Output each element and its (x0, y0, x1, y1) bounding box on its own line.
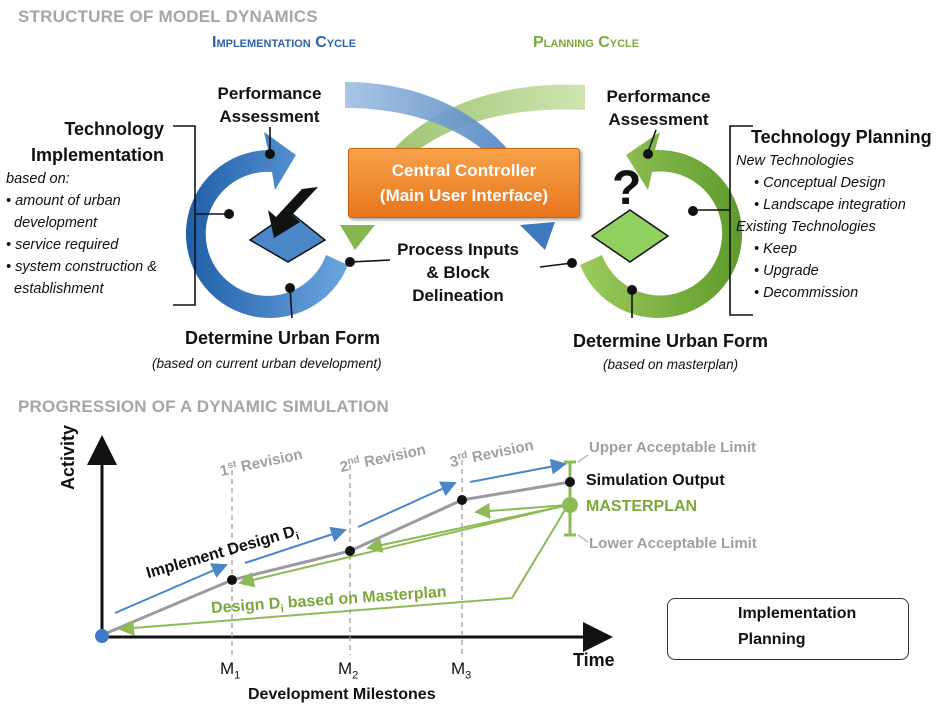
process-inputs-label: Process Inputs & Block Delineation (378, 238, 538, 307)
m3-letter: M (451, 659, 466, 678)
tech-plan-title: Technology Planning (751, 127, 932, 147)
origin-point (95, 629, 109, 643)
legend-box: Implementation Planning (667, 598, 909, 660)
y-axis-label: Activity (58, 424, 78, 490)
chart-axes (87, 435, 613, 652)
process-line3: Delineation (412, 286, 504, 305)
blue-cycle-arrow (185, 132, 348, 318)
left-performance-assessment: Performance Assessment (197, 82, 342, 128)
process-line1: Process Inputs (397, 240, 519, 259)
m1-sub: 1 (234, 669, 241, 682)
top-connectors (173, 125, 753, 319)
tech-impl-bullet-1: • amount of urban (6, 193, 121, 209)
masterplan-label: MASTERPLAN (586, 498, 698, 515)
acceptable-limits-bar (562, 454, 589, 543)
planning-cycle-title: Planning Cycle (533, 34, 640, 51)
left-urban-form-subtitle: (based on current urban development) (152, 356, 382, 371)
x-axis-caption: Development Milestones (248, 686, 436, 703)
x-axis-label: Time (573, 650, 615, 670)
tech-plan-keep: • Keep (754, 241, 797, 257)
implementation-cycle-title: Implementation Cycle (212, 34, 357, 51)
right-urban-form-title: Determine Urban Form (573, 331, 769, 351)
tech-impl-based-on: based on: (6, 171, 70, 187)
m1-letter: M (220, 659, 235, 678)
m3-sub: 3 (465, 669, 472, 682)
tech-impl-title-line2: Implementation (30, 145, 164, 165)
simulation-output-label: Simulation Output (586, 472, 725, 489)
process-line2: & Block (426, 263, 490, 282)
structure-section-title: STRUCTURE OF MODEL DYNAMICS (18, 7, 318, 26)
right-performance-line2: Assessment (608, 110, 709, 129)
left-performance-line2: Assessment (219, 107, 320, 126)
right-performance-line1: Performance (606, 87, 711, 106)
left-urban-form-title: Determine Urban Form (185, 328, 381, 348)
upper-limit-label: Upper Acceptable Limit (589, 439, 756, 456)
implementation-site-icon (248, 187, 327, 263)
tech-impl-bullet-3: • system construction & (6, 259, 157, 275)
planning-arc-arrow (340, 84, 585, 250)
milestone-dashed-lines (231, 460, 463, 655)
milestone-3-label: M3 (451, 659, 471, 681)
controller-line2: (Main User Interface) (379, 186, 549, 205)
tech-impl-bullet-2: • service required (6, 237, 119, 253)
right-performance-assessment: Performance Assessment (586, 85, 731, 131)
lower-limit-label: Lower Acceptable Limit (589, 535, 757, 552)
controller-line1: Central Controller (391, 161, 537, 180)
design-based-text: Design D (210, 595, 281, 618)
technology-planning-block: Technology Planning New Technologies • C… (736, 124, 932, 304)
top-connector-dots (224, 149, 698, 295)
central-controller-box: Central Controller (Main User Interface) (348, 148, 580, 218)
question-mark-icon: ? (612, 162, 642, 215)
progression-section-title: PROGRESSION OF A DYNAMIC SIMULATION (18, 397, 389, 416)
tech-plan-landscape-integration: • Landscape integration (754, 197, 906, 213)
tech-plan-conceptual-design: • Conceptual Design (754, 175, 886, 191)
tech-plan-existing-technologies: Existing Technologies (736, 219, 876, 235)
planning-arrows (118, 502, 569, 636)
technology-implementation-block: Technology Implementation based on: • am… (6, 116, 164, 300)
m2-letter: M (338, 659, 353, 678)
implementation-arrows (114, 458, 567, 614)
left-performance-line1: Performance (217, 84, 322, 103)
milestone-points (227, 477, 575, 585)
tech-plan-decommission: • Decommission (754, 285, 859, 301)
legend-implementation-label: Implementation (738, 605, 857, 622)
milestone-1-label: M1 (220, 659, 240, 681)
m2-sub: 2 (352, 669, 359, 682)
green-cycle-arrow (580, 132, 743, 318)
milestone-2-label: M2 (338, 659, 358, 681)
tech-plan-upgrade: • Upgrade (754, 263, 819, 279)
legend-planning-label: Planning (738, 631, 806, 648)
tech-plan-new-technologies: New Technologies (736, 153, 854, 169)
right-urban-form-subtitle: (based on masterplan) (603, 357, 739, 372)
tech-impl-bullet-1b: development (6, 215, 98, 231)
tech-impl-title-line1: Technology (64, 119, 164, 139)
planning-site-icon (590, 209, 670, 263)
tech-impl-bullet-3b: establishment (6, 281, 104, 297)
